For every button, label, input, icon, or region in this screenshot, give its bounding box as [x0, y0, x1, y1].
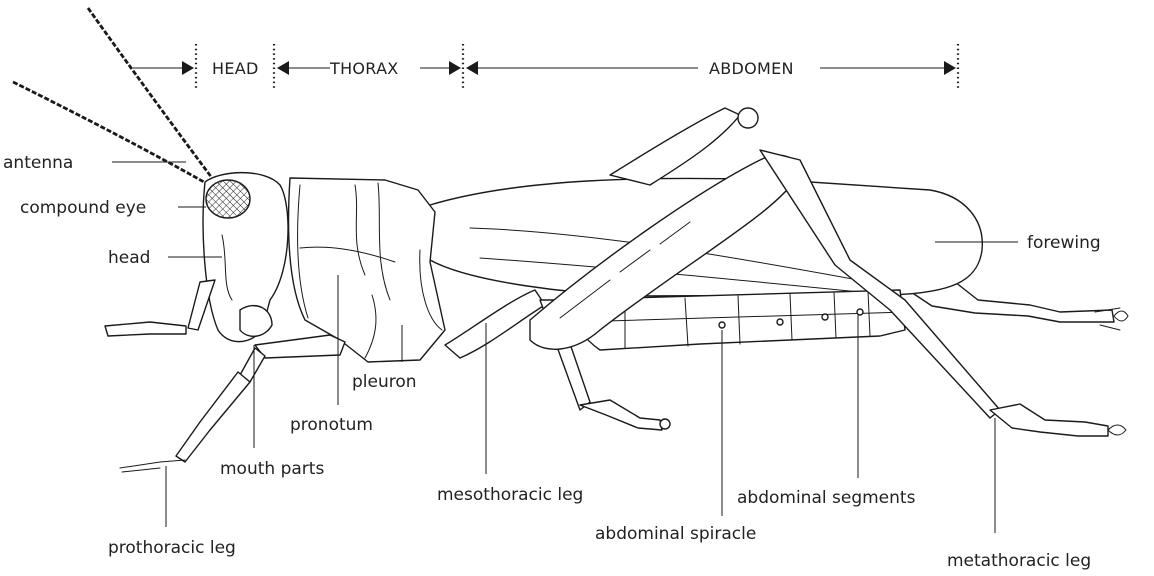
label-forewing: forewing [1027, 233, 1101, 253]
label-pronotum: pronotum [290, 415, 373, 435]
label-compound-eye: compound eye [20, 198, 146, 218]
thorax-arrowhead-right [449, 61, 461, 75]
thorax [289, 178, 445, 362]
compound-eye-shape [206, 180, 250, 218]
segment-label-thorax: THORAX [329, 59, 399, 78]
label-pleuron: pleuron [352, 372, 417, 392]
segment-label-head: HEAD [212, 59, 259, 78]
label-mouth-parts: mouth parts [220, 459, 324, 479]
palp-segment [105, 322, 186, 336]
label-abdominal-spiracle: abdominal spiracle [595, 524, 756, 544]
label-head: head [108, 248, 150, 268]
label-prothoracic-leg: prothoracic leg [108, 538, 236, 558]
label-antenna: antenna [3, 153, 73, 173]
label-metathoracic-leg: metathoracic leg [947, 551, 1091, 571]
front-leg [120, 335, 345, 472]
label-abdominal-segments: abdominal segments [737, 488, 916, 508]
abdomen-arrowhead-right [944, 61, 956, 75]
label-mesothoracic-leg: mesothoracic leg [437, 485, 583, 505]
segment-ruler: HEAD THORAX ABDOMEN [133, 44, 958, 90]
segment-label-abdomen: ABDOMEN [709, 59, 794, 78]
head-arrowhead [182, 61, 194, 75]
grasshopper-illustration [13, 8, 1128, 472]
